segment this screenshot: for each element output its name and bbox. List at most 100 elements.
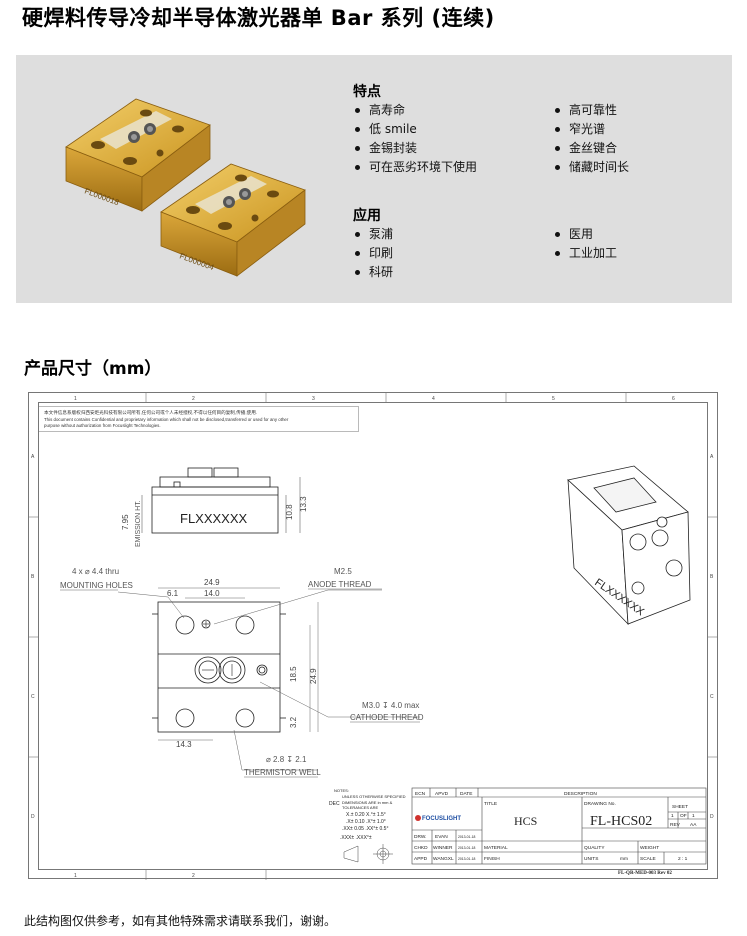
tb-date: DATE bbox=[460, 791, 472, 797]
tb-sheet-of: OF bbox=[680, 813, 687, 819]
thermistor-well-label: THERMISTOR WELL bbox=[244, 768, 321, 777]
tb-chkd-date: 2013-01-18 bbox=[458, 846, 475, 850]
anode-thread-label: ANODE THREAD bbox=[308, 580, 372, 589]
col-marker: 6 bbox=[672, 396, 675, 402]
side-view bbox=[151, 467, 279, 534]
footer-note: 此结构图仅供参考，如有其他特殊需求请联系我们，谢谢。 bbox=[24, 914, 337, 928]
notice-cn: 本文件信息系版权归西安炬光科技有限公司所有,任何公司或个人未经授权,不得以任何目… bbox=[44, 409, 257, 416]
tb-chkd-name: WINNER bbox=[433, 845, 453, 851]
tb-appd-date: 2013-01-18 bbox=[458, 857, 475, 861]
tb-description: DESCRIPTION bbox=[564, 791, 597, 797]
row-marker: B bbox=[710, 574, 714, 580]
anode-thread-size: M2.5 bbox=[334, 567, 352, 576]
col-marker: 2 bbox=[192, 396, 195, 402]
thermistor-well-size: ⌀ 2.8 ↧ 2.1 bbox=[266, 755, 307, 764]
laser-module-1: FL000018 bbox=[65, 98, 211, 212]
row-marker: A bbox=[31, 454, 35, 460]
tolerance-notes: NOTES: UNLESS OTHERWISE SPECIFIED DIMENS… bbox=[329, 788, 406, 841]
tb-scale-value: 2 : 1 bbox=[678, 856, 688, 862]
isometric-view bbox=[567, 465, 691, 626]
tb-drawing-no: FL-HCS02 bbox=[590, 814, 652, 829]
application-item: 医用 bbox=[554, 225, 617, 244]
row-marker: D bbox=[31, 814, 35, 820]
notice-en: This document contains Confidential and … bbox=[44, 417, 289, 422]
applications-list-2: 医用工业加工 bbox=[554, 225, 617, 263]
tb-apvd: APVD bbox=[435, 791, 449, 797]
dim-24-9-width: 24.9 bbox=[204, 578, 220, 587]
notice-en-cont: purpose without authorization from Focus… bbox=[44, 423, 161, 428]
svg-text:NOTES:: NOTES: bbox=[334, 788, 349, 793]
application-item: 印刷 bbox=[354, 244, 393, 263]
features-list-2: 高可靠性窄光谱金丝键合储藏时间长 bbox=[554, 101, 629, 177]
mounting-holes-size: 4 x ⌀ 4.4 thru bbox=[72, 567, 119, 576]
mounting-holes-label: MOUNTING HOLES bbox=[60, 581, 133, 590]
tb-finish: FINISH bbox=[484, 856, 500, 862]
top-view bbox=[152, 601, 286, 733]
svg-text:.XXX± .XXX°±: .XXX± .XXX°± bbox=[340, 835, 372, 841]
dim-6-1: 6.1 bbox=[167, 589, 179, 598]
tb-title-label: TITLE bbox=[484, 801, 497, 807]
col-marker: 4 bbox=[432, 396, 435, 402]
svg-text:X.± 0.20 X.°± 1.5°: X.± 0.20 X.°± 1.5° bbox=[346, 812, 386, 818]
tb-drawing-no-label: DRAWING No. bbox=[584, 801, 616, 807]
tb-rev-label: REV bbox=[670, 822, 681, 828]
svg-text:UNLESS OTHERWISE SPECIFIED: UNLESS OTHERWISE SPECIFIED bbox=[342, 794, 406, 799]
tb-chkd-label: CHKD bbox=[414, 845, 428, 851]
dim-14-3: 14.3 bbox=[176, 740, 192, 749]
dim-14-0: 14.0 bbox=[204, 589, 220, 598]
tb-weight: WEIGHT bbox=[640, 845, 659, 851]
product-photo: FL000018 FL000004 bbox=[65, 98, 306, 277]
feature-item: 高寿命 bbox=[354, 101, 477, 120]
feature-item: 高可靠性 bbox=[554, 101, 629, 120]
dim-24-9-height: 24.9 bbox=[309, 668, 318, 684]
svg-text:.XX± 0.05 .XX°± 0.5°: .XX± 0.05 .XX°± 0.5° bbox=[342, 826, 388, 832]
feature-item: 窄光谱 bbox=[554, 120, 629, 139]
tb-drw-name: EVAN bbox=[435, 834, 448, 840]
row-marker: A bbox=[710, 454, 714, 460]
tb-ecn: ECN bbox=[415, 791, 426, 797]
col-marker: 1 bbox=[74, 396, 77, 402]
col-marker: 5 bbox=[552, 396, 555, 402]
projection-symbol bbox=[343, 844, 393, 864]
cathode-thread-size: M3.0 ↧ 4.0 max bbox=[362, 701, 419, 710]
engineering-drawing: 1 2 3 4 5 6 1 2 A B C D A B C D 本文件信息系版权… bbox=[28, 392, 718, 880]
svg-text:DIMENSIONS ARE in mm &: DIMENSIONS ARE in mm & bbox=[342, 800, 393, 805]
dim-7-95: 7.95 bbox=[121, 514, 130, 530]
col-marker: 2 bbox=[192, 873, 195, 879]
title-block bbox=[411, 787, 707, 865]
emission-ht-label: EMISSION HT. bbox=[135, 500, 142, 547]
svg-text:.X± 0.10 .X°± 1.0°: .X± 0.10 .X°± 1.0° bbox=[346, 819, 386, 825]
tb-material: MATERIAL bbox=[484, 845, 508, 851]
zone-markers: 1 2 3 4 5 6 1 2 A B C D A B C D bbox=[31, 396, 714, 879]
tb-scale-label: SCALE bbox=[640, 856, 656, 862]
tb-sheet-label: SHEET bbox=[672, 804, 688, 810]
tb-drw-date: 2013-01-18 bbox=[458, 835, 475, 839]
dim-18-5: 18.5 bbox=[289, 666, 298, 682]
svg-text:DEC: DEC bbox=[329, 801, 340, 807]
applications-heading: 应用 bbox=[353, 208, 381, 224]
tb-units-value: mm bbox=[620, 857, 628, 862]
tb-quality: QUALITY bbox=[584, 845, 605, 851]
feature-item: 低 smile bbox=[354, 120, 477, 139]
laser-module-2: FL000004 bbox=[160, 163, 306, 277]
col-marker: 3 bbox=[312, 396, 315, 402]
tb-rev-value: AA bbox=[690, 822, 697, 828]
feature-item: 储藏时间长 bbox=[554, 158, 629, 177]
feature-item: 金丝键合 bbox=[554, 139, 629, 158]
row-marker: C bbox=[31, 694, 35, 700]
tb-units-label: UNITS bbox=[584, 856, 598, 862]
dim-10-8: 10.8 bbox=[285, 504, 294, 520]
tb-appd-label: APPD bbox=[414, 856, 428, 862]
col-marker: 1 bbox=[74, 873, 77, 879]
tb-appd-name: WANGXL bbox=[433, 856, 454, 862]
features-heading: 特点 bbox=[353, 84, 381, 100]
form-number: FL-QR-MED-003 Rev 02 bbox=[618, 871, 672, 876]
svg-text:TOLERANCES ARE: TOLERANCES ARE bbox=[342, 805, 378, 810]
row-marker: B bbox=[31, 574, 35, 580]
dimensions-heading: 产品尺寸（mm） bbox=[24, 359, 162, 379]
cathode-thread-label: CATHODE THREAD bbox=[350, 713, 424, 722]
tb-drw-label: DRW. bbox=[414, 834, 426, 840]
tb-sheet-1: 1 bbox=[671, 813, 674, 819]
